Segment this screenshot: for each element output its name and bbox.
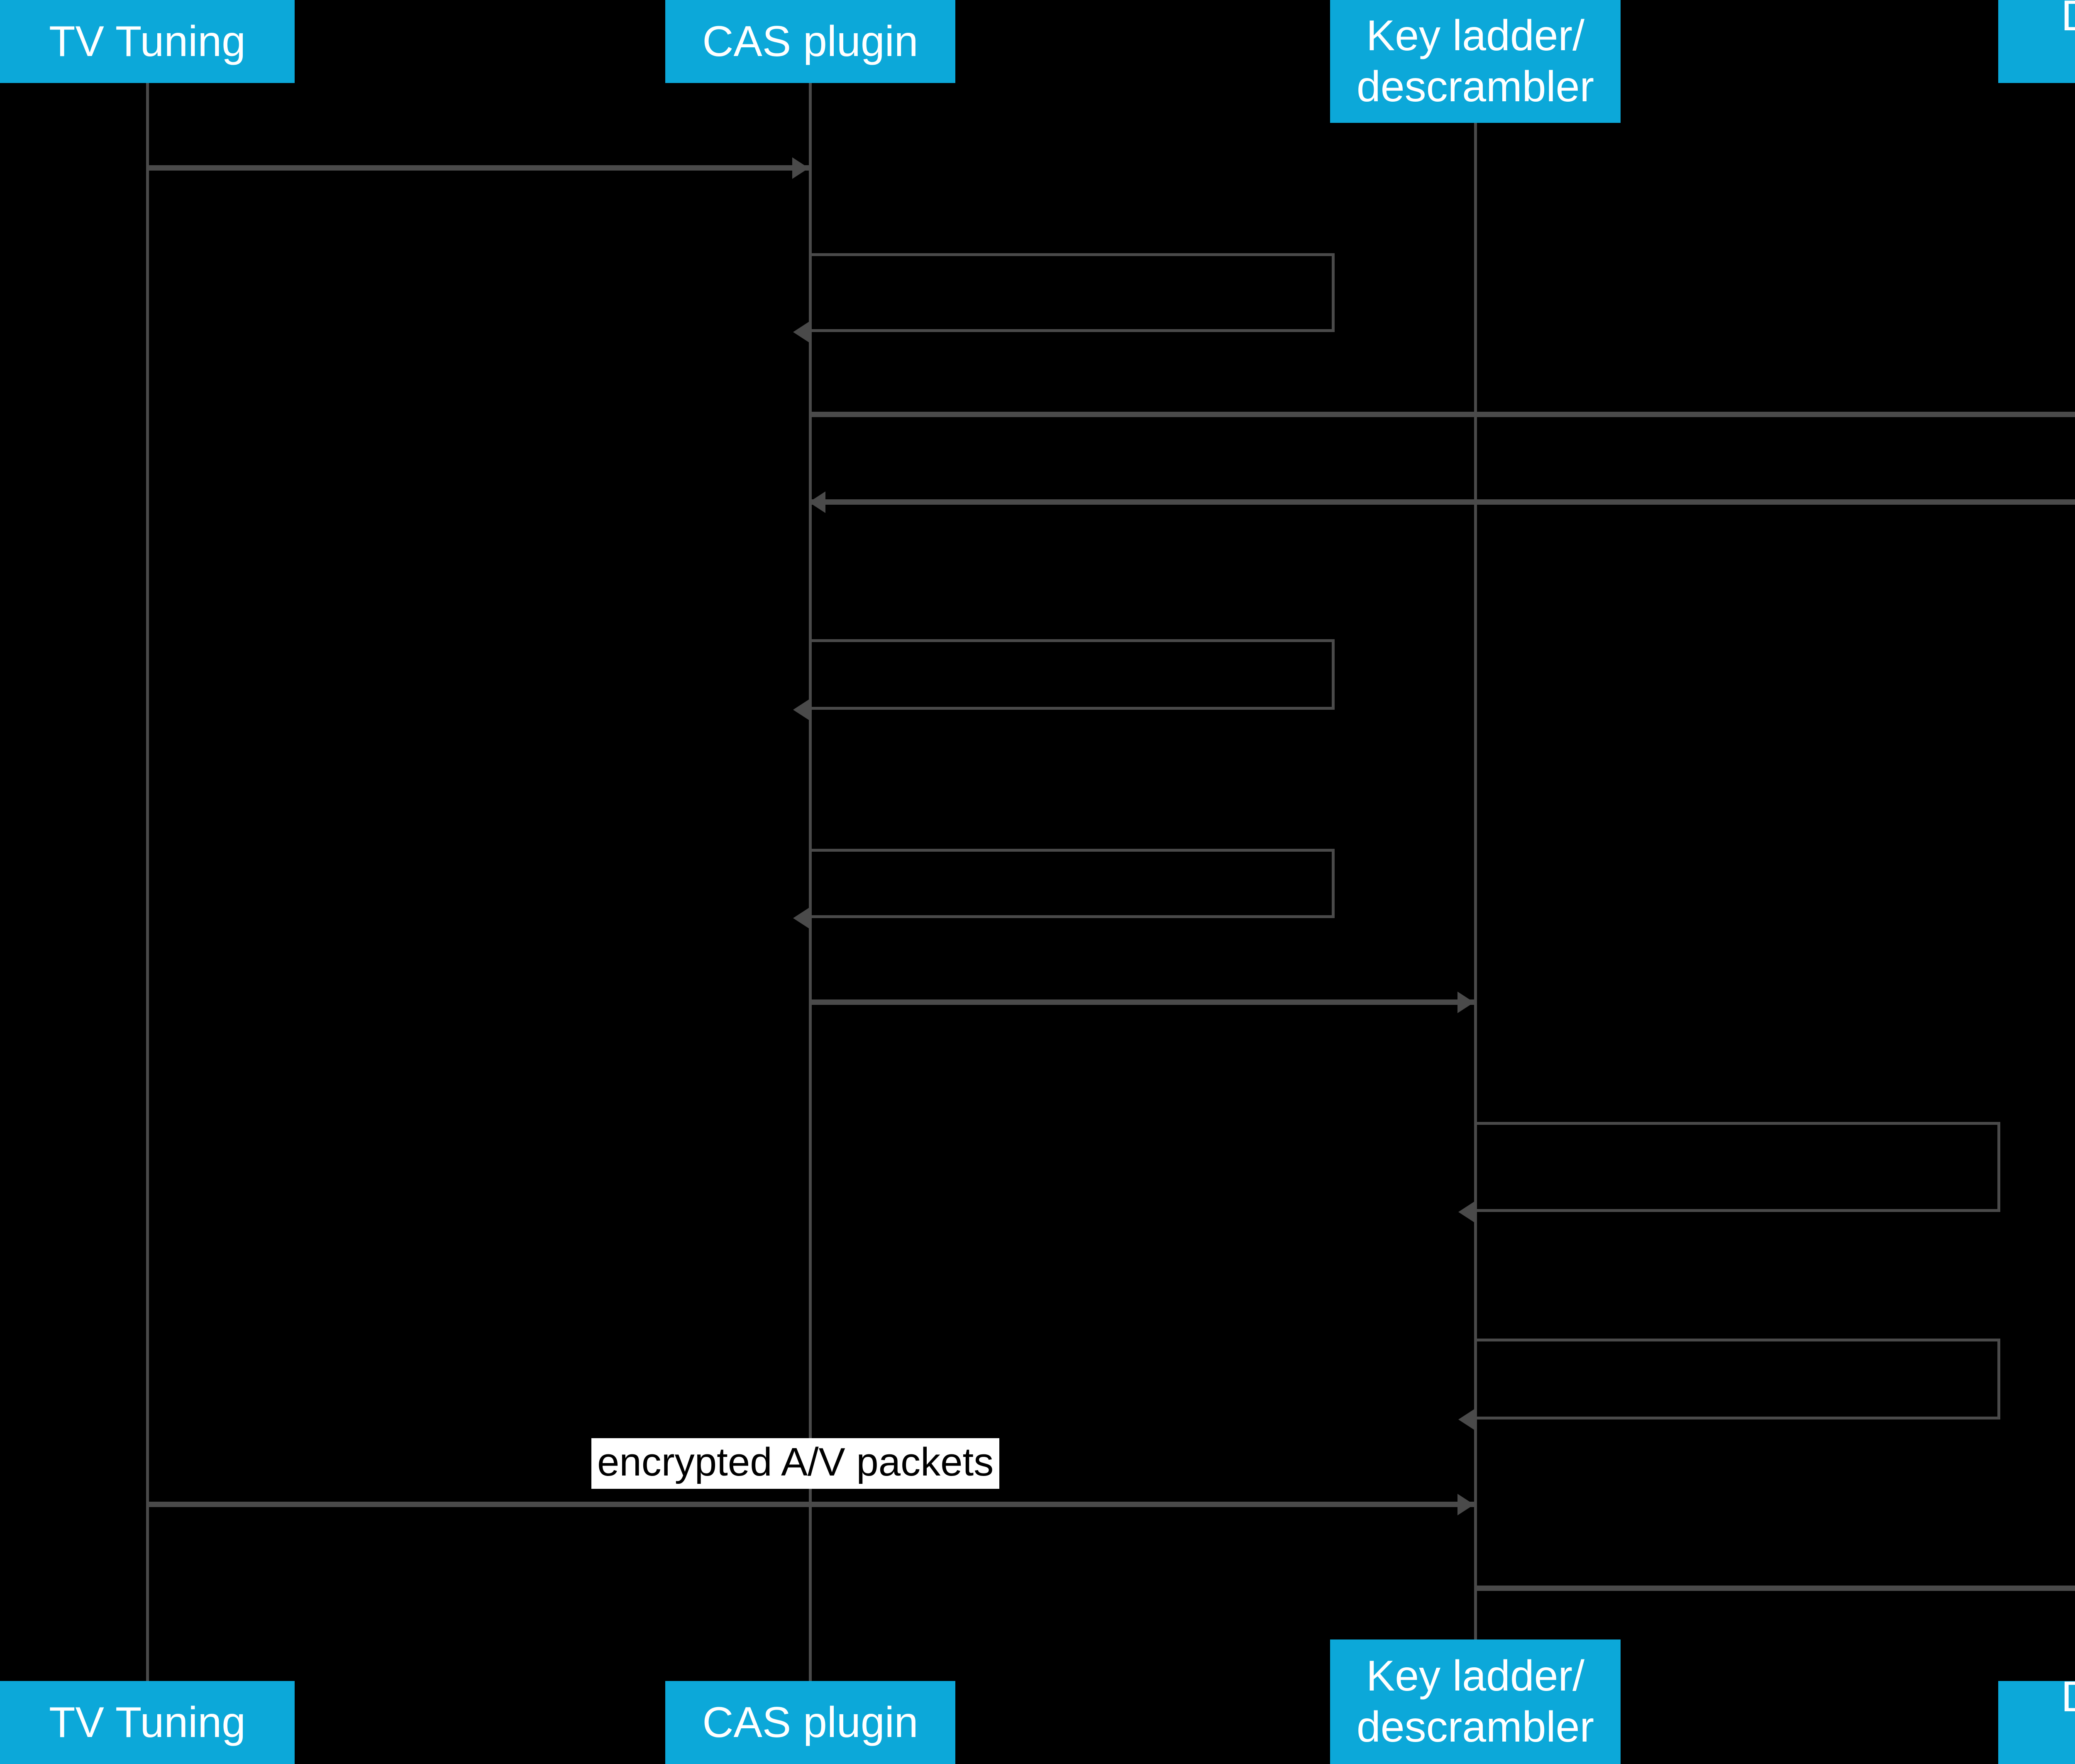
message-label-10: encrypted A/V packets [591, 1438, 1000, 1489]
selfloop-2 [809, 253, 1335, 332]
selfloop-9 [1474, 1339, 2000, 1420]
arrowhead-7 [1457, 992, 1474, 1013]
arrowhead-10 [1457, 1494, 1474, 1515]
actor-header-decode: Decode, display [1998, 0, 2075, 91]
arrowhead-1 [792, 157, 809, 179]
arrowhead-4 [809, 491, 825, 513]
message-line-11 [1474, 1586, 2075, 1591]
arrowhead-5 [793, 699, 810, 721]
message-line-1 [147, 165, 809, 171]
lifeline-cas-plugin [809, 83, 812, 1681]
arrowhead-6 [793, 907, 810, 929]
actor-header-tv-tuning: TV Tuning [0, 0, 295, 83]
arrowhead-2 [793, 321, 810, 343]
actor-footer-tv-tuning: TV Tuning [0, 1681, 295, 1764]
actor-footer-key-ladder: Key ladder/ descrambler [1330, 1639, 1621, 1764]
selfloop-6 [809, 849, 1335, 918]
arrowhead-9 [1458, 1409, 1475, 1430]
actor-header-cas-plugin: CAS plugin [665, 0, 955, 83]
message-line-10 [147, 1502, 1474, 1507]
actor-footer-decode: Decode, display [1998, 1673, 2075, 1764]
message-line-7 [809, 999, 1474, 1005]
selfloop-5 [809, 639, 1335, 710]
lifeline-tv-tuning [146, 83, 149, 1681]
message-line-3 [809, 412, 2075, 417]
lifeline-key-ladder [1474, 123, 1477, 1639]
selfloop-8 [1474, 1122, 2000, 1212]
actor-header-key-ladder: Key ladder/ descrambler [1330, 0, 1621, 123]
message-line-4 [809, 499, 2075, 505]
arrowhead-8 [1458, 1201, 1475, 1223]
actor-footer-cas-plugin: CAS plugin [665, 1681, 955, 1764]
